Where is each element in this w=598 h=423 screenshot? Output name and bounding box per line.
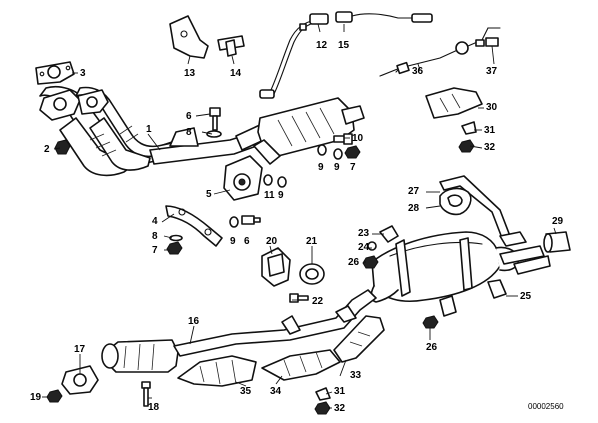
callout-32-upper: 32 xyxy=(484,142,496,153)
callout-20: 20 xyxy=(266,236,278,247)
callout-8-lower: 8 xyxy=(152,231,158,242)
callout-7-upper: 7 xyxy=(350,162,356,173)
callout-35: 35 xyxy=(240,386,252,397)
callout-26-upper: 26 xyxy=(348,257,360,268)
rubber-bush-29 xyxy=(543,231,571,253)
callout-1: 1 xyxy=(146,124,152,135)
callout-27: 27 xyxy=(408,186,420,197)
callout-29: 29 xyxy=(552,216,564,227)
middle-pipe-16 xyxy=(173,289,377,357)
callout-34: 34 xyxy=(270,386,282,397)
sensor-cable-36-37 xyxy=(379,27,501,77)
callout-26-lower: 26 xyxy=(426,342,438,353)
callout-11: 11 xyxy=(264,190,275,201)
callout-9-a: 9 xyxy=(318,162,324,173)
callout-13: 13 xyxy=(184,68,196,79)
callout-23: 23 xyxy=(358,228,370,239)
callout-21: 21 xyxy=(306,236,318,247)
front-pipe-catalytic-converter xyxy=(149,97,365,165)
rubber-mount-20-21-22 xyxy=(261,247,325,303)
callout-32-lower: 32 xyxy=(334,403,346,414)
callout-37: 37 xyxy=(486,66,498,77)
callout-31-upper: 31 xyxy=(484,125,496,136)
rear-muffler xyxy=(362,225,551,329)
bracket-13-clip-14 xyxy=(169,15,245,59)
callout-33: 33 xyxy=(350,370,362,381)
callout-5: 5 xyxy=(206,189,212,200)
rear-hanger-27-28 xyxy=(439,175,527,247)
heat-shield-30 xyxy=(425,87,483,153)
callout-7-lower: 7 xyxy=(152,245,158,256)
hanger-mount-5 xyxy=(223,155,287,201)
callout-3: 3 xyxy=(80,68,86,79)
callout-25: 25 xyxy=(520,291,532,302)
callout-22: 22 xyxy=(312,296,324,307)
exhaust-manifold-downpipes xyxy=(35,61,187,177)
fasteners-9-10-7 xyxy=(317,133,361,160)
callout-30: 30 xyxy=(486,102,498,113)
callout-16: 16 xyxy=(188,316,200,327)
callout-2: 2 xyxy=(44,144,50,155)
leader-lines xyxy=(42,23,557,409)
callout-8-upper: 8 xyxy=(186,127,192,138)
callout-9-c: 9 xyxy=(278,190,284,201)
bolt-6-washer-8 xyxy=(206,107,222,138)
callout-6-upper: 6 xyxy=(186,111,192,122)
callout-14: 14 xyxy=(230,68,242,79)
bracket-4 xyxy=(165,205,261,255)
callout-6-lower: 6 xyxy=(244,236,250,247)
callout-9-d: 9 xyxy=(230,236,236,247)
callout-17: 17 xyxy=(74,344,86,355)
callout-4: 4 xyxy=(152,216,158,227)
callout-19: 19 xyxy=(30,392,42,403)
document-number: 00002560 xyxy=(528,402,564,411)
callout-31-lower: 31 xyxy=(334,386,346,397)
callout-24: 24 xyxy=(358,242,370,253)
callout-15: 15 xyxy=(338,40,350,51)
callout-18: 18 xyxy=(148,402,160,413)
oxygen-sensor-lead xyxy=(259,11,433,99)
rear-catalytic-converter xyxy=(46,339,179,407)
heat-shields-33-34-35 xyxy=(177,315,385,415)
callout-10: 10 xyxy=(352,133,364,144)
callout-28: 28 xyxy=(408,203,420,214)
callout-9-b: 9 xyxy=(334,162,340,173)
callout-36: 36 xyxy=(412,66,424,77)
callout-12: 12 xyxy=(316,40,328,51)
